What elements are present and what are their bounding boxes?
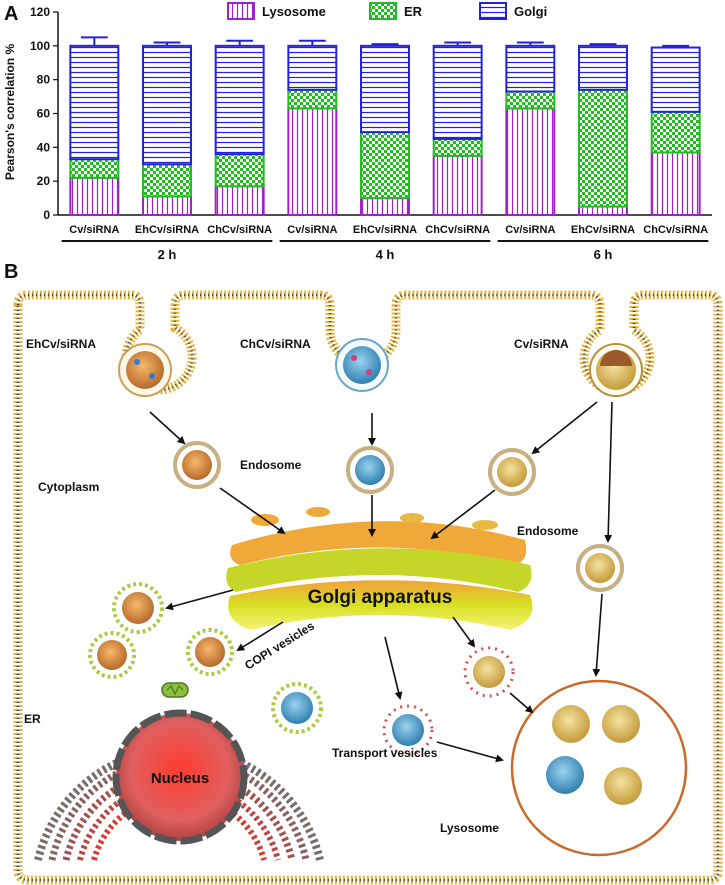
bar-lysosome <box>505 107 556 216</box>
panel-a: A Pearson's correlation % Lysosome ER Golg… <box>3 2 712 262</box>
endosome-cv <box>488 448 536 496</box>
bar-er <box>578 88 628 208</box>
group-label: 6 h <box>594 247 613 262</box>
y-tick-label: 100 <box>30 39 50 53</box>
bar-golgi <box>578 44 628 91</box>
bar-golgi <box>214 44 265 156</box>
bar-lysosome <box>578 205 628 217</box>
group-label: 4 h <box>376 247 395 262</box>
endosome-cv-right <box>576 544 624 592</box>
bar-er <box>650 110 701 154</box>
legend-label-lysosome: Lysosome <box>262 4 326 19</box>
endosome-chcv <box>346 446 394 494</box>
legend-label-golgi: Golgi <box>514 4 547 19</box>
panel-b-letter: B <box>4 261 18 283</box>
label-chcv-siRNA: ChCv/siRNA <box>240 337 311 351</box>
bar-golgi <box>650 46 701 113</box>
bar-er <box>214 153 265 188</box>
bar-golgi <box>432 44 483 140</box>
mitochondrion-icon <box>161 682 189 698</box>
y-axis-title: Pearson's correlation % <box>3 44 17 181</box>
bar-lysosome <box>69 176 120 217</box>
label-endosome-left: Endosome <box>240 458 302 472</box>
y-tick-label: 40 <box>37 140 51 154</box>
label-ehcv-siRNA: EhCv/siRNA <box>26 337 96 351</box>
x-tick-label: ChCv/siRNA <box>425 224 490 236</box>
group-label: 2 h <box>158 247 177 262</box>
x-tick-label: EhCv/siRNA <box>135 224 199 236</box>
label-er: ER <box>24 712 41 726</box>
nucleus: Nucleus <box>112 709 248 845</box>
panel-b: B <box>4 261 723 885</box>
y-tick-label: 80 <box>37 73 51 87</box>
label-cv-siRNA: Cv/siRNA <box>514 337 569 351</box>
transport-vesicle-1 <box>463 646 515 698</box>
bar-lysosome <box>432 154 483 217</box>
transport-vesicle-2 <box>382 704 434 756</box>
bar-golgi <box>360 44 410 134</box>
label-transport-vesicles: Transport vesicles <box>332 746 438 760</box>
endosome-ehcv <box>173 441 221 489</box>
ehcv-particle-surface <box>118 343 172 397</box>
x-tick-label: Cv/siRNA <box>287 224 337 236</box>
y-tick-label: 0 <box>43 208 50 222</box>
copi-vesicle-4 <box>271 682 323 734</box>
x-tick-label: ChCv/siRNA <box>643 224 708 236</box>
chcv-particle-surface <box>335 338 389 392</box>
bar-lysosome <box>287 107 338 216</box>
legend-swatch-er <box>369 2 397 20</box>
nucleus-label: Nucleus <box>151 770 209 787</box>
x-axis: Cv/siRNA EhCv/siRNA ChCv/siRNA Cv/siRNA EhCv… <box>61 224 709 262</box>
bar-golgi <box>505 44 556 93</box>
bar-er <box>287 88 338 110</box>
copi-vesicle-1 <box>112 582 164 634</box>
chart-legend: Lysosome ER Golgi <box>227 2 547 20</box>
bar-golgi <box>142 44 192 166</box>
x-tick-label: ChCv/siRNA <box>207 224 272 236</box>
bar-er <box>69 158 120 179</box>
y-tick-label: 60 <box>37 107 51 121</box>
bar-er <box>432 137 483 157</box>
legend-swatch-lysosome <box>227 2 255 20</box>
y-tick-label: 20 <box>37 174 51 188</box>
copi-vesicle-2 <box>88 631 136 679</box>
label-endosome-right: Endosome <box>517 524 579 538</box>
bar-golgi <box>69 44 120 161</box>
y-tick-label: 120 <box>30 5 50 19</box>
cell-membrane <box>13 290 723 885</box>
legend-swatch-golgi <box>479 2 507 20</box>
bar-lysosome <box>214 185 265 217</box>
copi-vesicle-3 <box>186 628 234 676</box>
bar-er <box>505 90 556 110</box>
bar-lysosome <box>142 195 192 216</box>
lysosome <box>510 679 688 857</box>
cv-particle-surface <box>589 343 643 397</box>
pathway-arrows <box>149 401 613 763</box>
legend-label-er: ER <box>404 4 423 19</box>
x-tick-label: Cv/siRNA <box>505 224 555 236</box>
golgi-apparatus: Golgi apparatus <box>226 507 533 630</box>
chart-bars <box>69 36 701 217</box>
bar-er <box>360 131 410 200</box>
bar-lysosome <box>360 197 410 216</box>
golgi-label: Golgi apparatus <box>308 587 453 608</box>
bar-lysosome <box>650 151 701 217</box>
panel-a-letter: A <box>4 3 18 25</box>
bar-er <box>142 163 192 198</box>
bar-golgi <box>287 44 338 91</box>
x-tick-label: Cv/siRNA <box>69 224 119 236</box>
label-cytoplasm: Cytoplasm <box>38 480 99 494</box>
x-tick-label: EhCv/siRNA <box>353 224 417 236</box>
label-lysosome: Lysosome <box>440 821 499 835</box>
x-tick-label: EhCv/siRNA <box>571 224 635 236</box>
